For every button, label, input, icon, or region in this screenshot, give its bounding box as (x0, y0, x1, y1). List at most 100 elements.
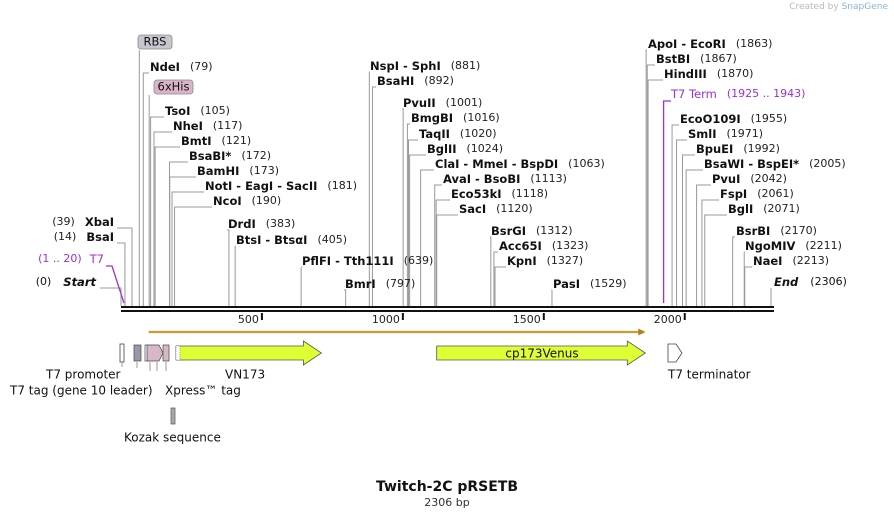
ruler-tick-label: 2000 (654, 313, 682, 326)
site-label: SacI(1120) (459, 202, 533, 216)
site-name: HindIII (664, 67, 707, 81)
site-line (744, 266, 752, 306)
site-position: (1867) (700, 52, 737, 65)
plasmid-name: Twitch-2C pRSETB (375, 479, 519, 495)
site-line (154, 146, 180, 306)
site-line (681, 154, 695, 306)
site-position: (1992) (743, 142, 780, 155)
site-position: (2170) (780, 224, 817, 237)
credit-brand: SnapGene (841, 2, 888, 12)
site-line (174, 206, 212, 306)
site-position: (79) (190, 60, 213, 73)
site-name: PvuII (403, 96, 436, 110)
site-position: (1955) (751, 112, 788, 125)
site-position: (1113) (530, 172, 567, 185)
credit-prefix: Created by (789, 2, 839, 12)
site-name: NspI - SphI (370, 59, 441, 73)
site-line (408, 139, 418, 306)
box-label-text: RBS (144, 35, 167, 49)
feature-shape (119, 343, 125, 363)
site-label: (39)XbaI (52, 215, 114, 229)
site-name: BsaI (86, 230, 114, 244)
site-position: (1001) (446, 96, 483, 109)
site-label: Acc65I(1323) (499, 239, 588, 253)
site-label: NcoI(190) (213, 194, 281, 208)
site-label: BsaHI(892) (377, 74, 454, 88)
site-position: (1327) (547, 254, 584, 267)
site-label: FspI(2061) (720, 187, 794, 201)
site-name: FspI (720, 187, 747, 201)
site-name: BsaWI - BspEI (704, 157, 793, 171)
site-position: (1323) (552, 239, 589, 252)
site-line (647, 79, 663, 306)
site-name: NaeI (753, 254, 782, 268)
site-label: BglII(1024) (427, 142, 503, 156)
site-label: KpnI(1327) (507, 254, 583, 268)
site-line (645, 49, 647, 306)
site-label: TaqII(1020) (419, 127, 497, 141)
site-label: SmlI (1971) (688, 127, 763, 141)
site-name: NdeI (150, 60, 180, 74)
site-position: (2213) (792, 254, 829, 267)
start-label: (0)Start (36, 275, 97, 289)
end-name: End (774, 275, 799, 289)
snapgene-credit: Created by SnapGene (789, 2, 888, 12)
box-label-rect (137, 34, 173, 50)
primer-label: (1 .. 20)T7 (38, 252, 104, 266)
site-label: BtsI - BtsαI(405) (236, 233, 347, 247)
site-position: (881) (451, 59, 481, 72)
site-line (701, 199, 719, 306)
feature-label: VN173 (225, 368, 265, 382)
site-name: XbaI (85, 215, 114, 229)
site-position: (1863) (736, 37, 773, 50)
feature-shape (175, 345, 181, 361)
primer-line (106, 265, 125, 304)
site-label: HindIII(1870) (664, 67, 753, 81)
site-line (402, 108, 404, 306)
site-position: (2071) (763, 202, 800, 215)
primer-range: (1 .. 20) (38, 252, 82, 265)
site-label: BsaBI*(172) (189, 149, 271, 163)
primer-name: T7 Term (670, 87, 717, 101)
site-label: BmrI(797) (345, 277, 415, 291)
site-position: (1118) (512, 187, 549, 200)
ruler-tick-label: 1500 (513, 313, 541, 326)
site-name: BsaHI (377, 74, 414, 88)
site-position: (181) (327, 179, 357, 192)
site-position: (105) (200, 104, 230, 117)
site-label: NgoMIV(2211) (745, 239, 842, 253)
feature-label: Kozak sequence (124, 431, 221, 445)
site-line (117, 242, 126, 306)
site-label: NotI - EagI - SacII(181) (205, 179, 357, 193)
site-label: BmtI(121) (181, 134, 251, 148)
site-lines (100, 49, 772, 306)
site-line (676, 139, 687, 306)
site-label: PvuI(2042) (712, 172, 787, 186)
feature-shape (162, 344, 170, 362)
site-position: (1971) (727, 127, 764, 140)
feature-label: T7 tag (gene 10 leader) (9, 384, 153, 398)
site-name: Eco53kI (451, 187, 502, 201)
site-name: BmgBI (411, 111, 453, 125)
site-name: SmlI (688, 127, 717, 141)
site-position: (190) (252, 194, 282, 207)
primer-label: T7 Term(1925 .. 1943) (670, 87, 805, 101)
site-label: EcoO109I(1955) (680, 112, 787, 126)
site-line (435, 199, 450, 306)
feature-arrow (436, 340, 647, 366)
site-name: TaqII (419, 127, 450, 141)
site-position: (1024) (467, 142, 504, 155)
site-name: BstBI (656, 52, 690, 66)
site-line (142, 72, 149, 306)
site-name: BamHI (197, 164, 239, 178)
site-line (696, 184, 711, 306)
feature-label: cp173Venus (505, 347, 578, 361)
site-position: (797) (386, 277, 416, 290)
feature-label: Xpress™ tag (165, 384, 241, 398)
site-name: PflFI - Tth111I (302, 254, 394, 268)
site-label: TsoI(105) (165, 104, 230, 118)
site-name: NgoMIV (745, 239, 795, 253)
site-name: PvuI (712, 172, 740, 186)
